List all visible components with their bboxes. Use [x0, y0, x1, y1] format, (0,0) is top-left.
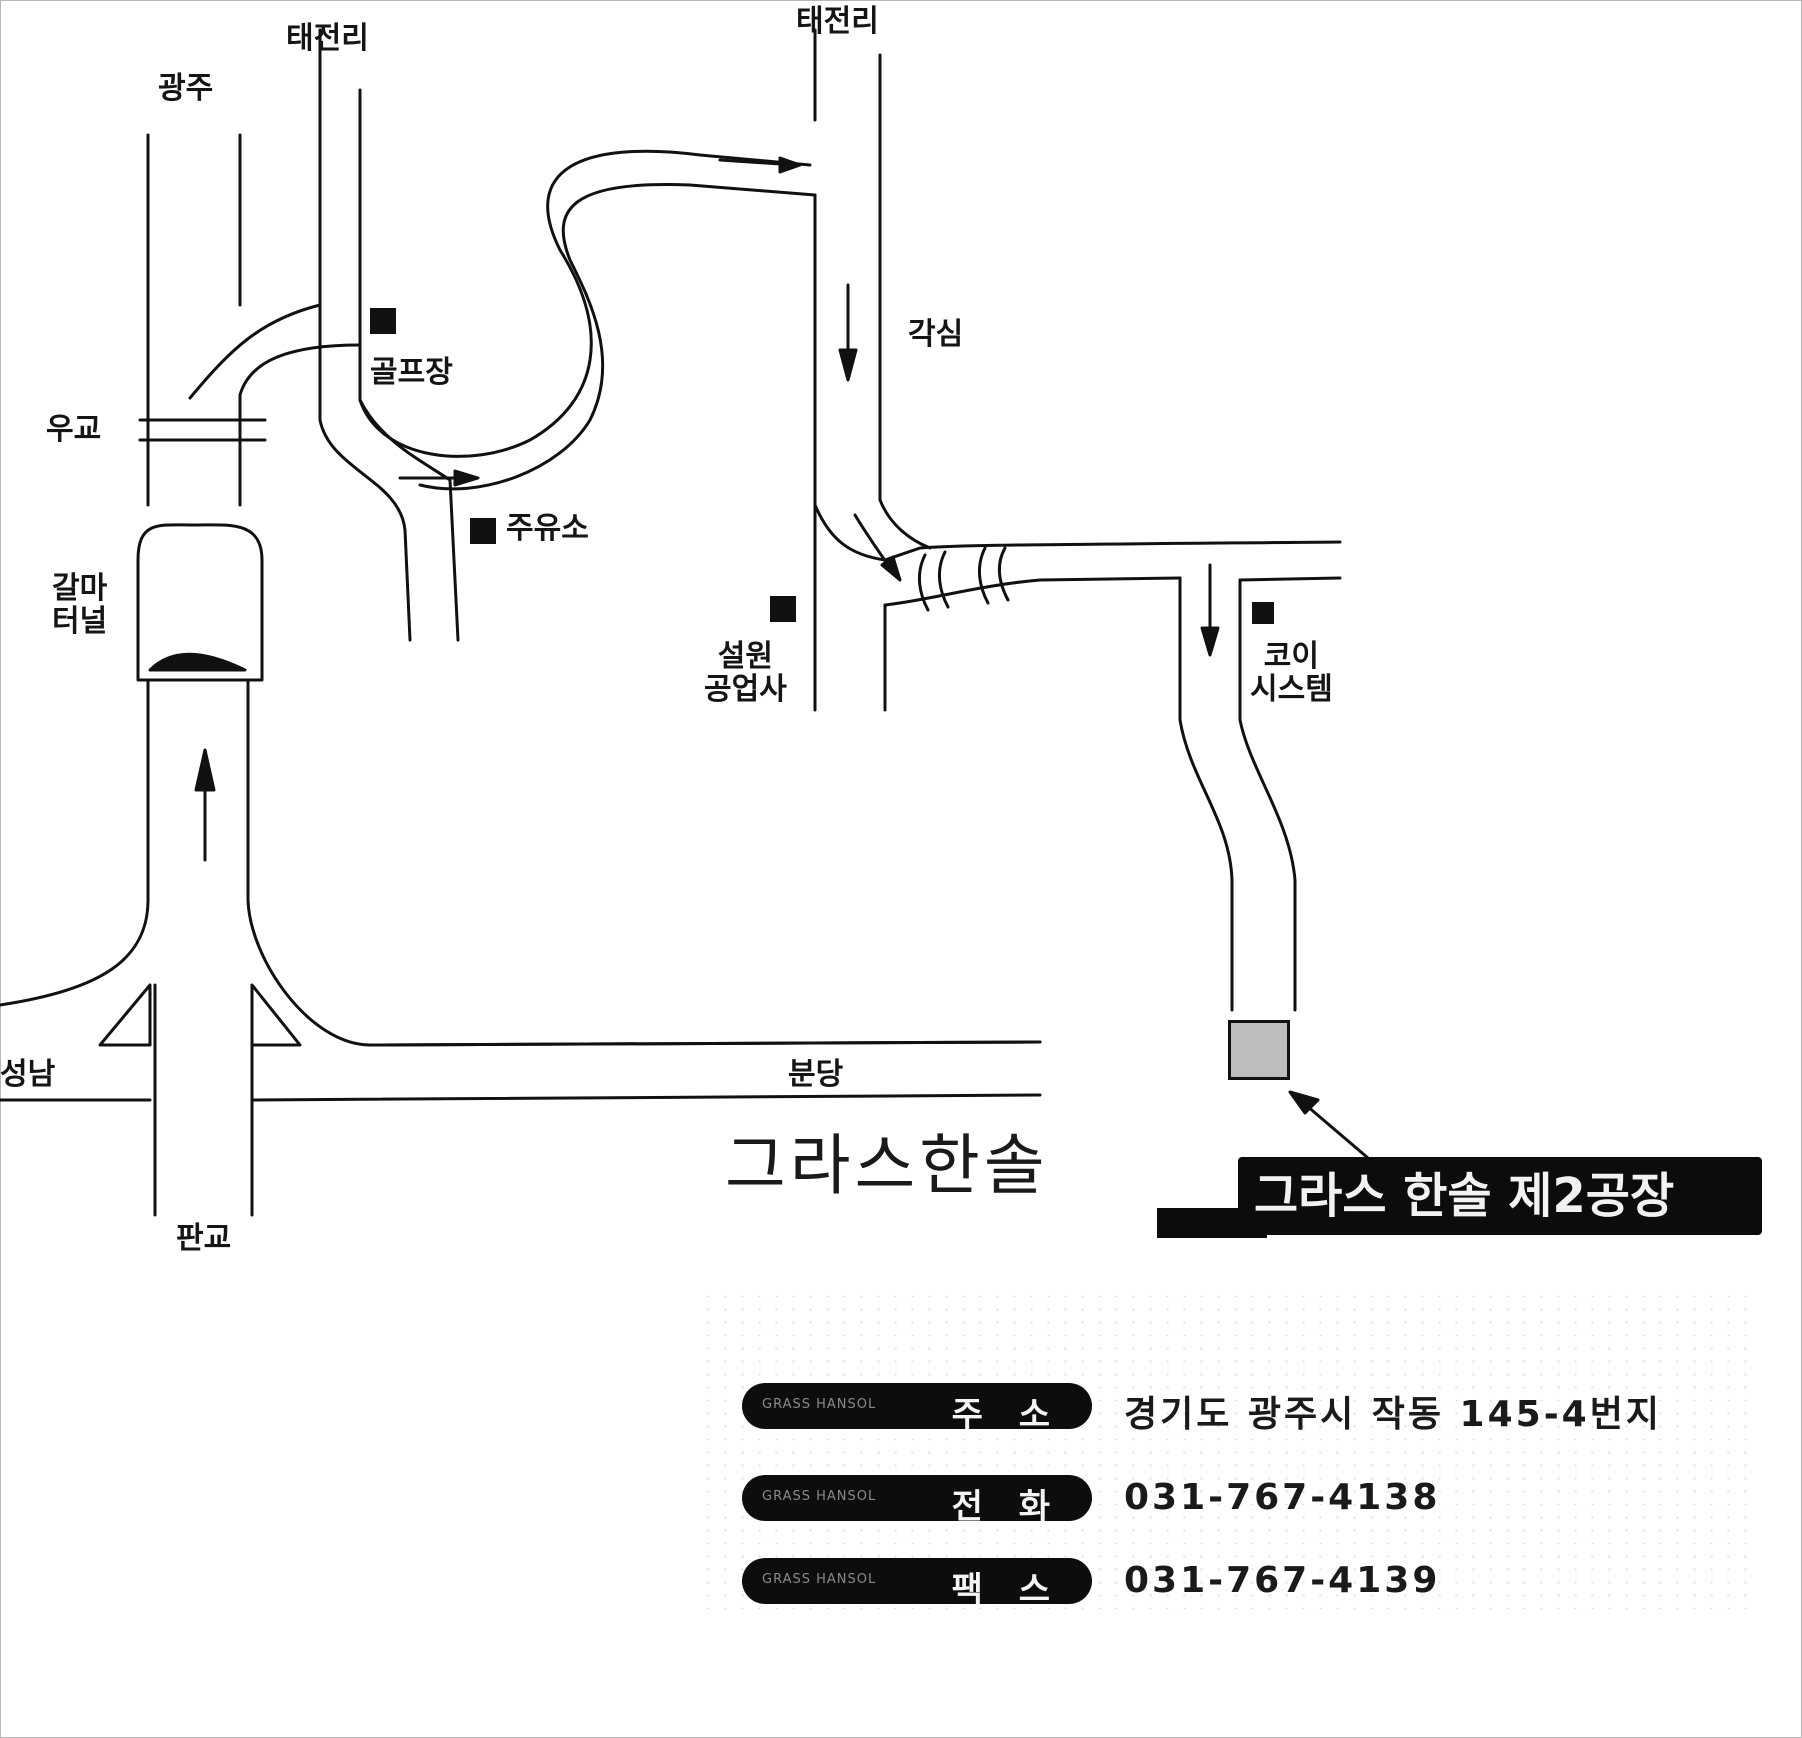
road-bundang-top: [368, 1040, 1042, 1047]
arrow-gas-right-head: [453, 469, 480, 487]
label-seollyeon-line2: 공업사: [704, 672, 787, 707]
road-taejeon-left-west: [318, 303, 412, 642]
label-seollyeon: 설원 공업사: [704, 640, 787, 706]
label-ugyo: 우교: [46, 412, 102, 447]
tunnel-mound: [148, 652, 247, 672]
brand-name: 그라스한솔: [725, 1127, 1049, 1204]
road-dest-east: [1238, 578, 1297, 1012]
arrow-up-head: [194, 748, 216, 792]
gas-station-marker: [470, 518, 496, 544]
bridge-marks: [917, 546, 1010, 612]
pill-small-text: GRASS HANSOL: [762, 1397, 877, 1412]
fax-value: 031-767-4139: [1124, 1560, 1441, 1601]
label-tunnel: 갈마 터널: [52, 572, 107, 638]
label-tunnel-line2: 터널: [52, 604, 108, 639]
label-golf: 골프장: [370, 355, 453, 390]
seollyeon-marker: [770, 596, 796, 622]
road-bundang-bottom: [250, 1093, 1042, 1102]
pill-tag-address: 주 소: [951, 1395, 1062, 1435]
road-east-bottom: [883, 576, 1182, 607]
label-pangyo: 판교: [176, 1221, 232, 1256]
arrow-curve-right-head: [778, 156, 802, 174]
road-s-curve-outer: [358, 149, 812, 458]
info-pill-address: GRASS HANSOL 주 소: [742, 1383, 1092, 1435]
road-dest-west: [1178, 576, 1234, 1012]
label-seongnam: 성남: [0, 1057, 56, 1092]
label-tunnel-line1: 갈마: [52, 571, 108, 606]
label-koi-system-line2: 시스템: [1250, 672, 1333, 707]
label-gaksim: 각심: [908, 317, 964, 352]
pill-small-text: GRASS HANSOL: [762, 1489, 877, 1504]
address-value: 경기도 광주시 작동 145-4번지: [1124, 1394, 1662, 1435]
arrow-pointer: [1298, 1098, 1370, 1160]
label-taejeonri-left: 태전리: [286, 21, 369, 56]
pill-tag-fax: 팩 스: [951, 1570, 1062, 1610]
plant-label: 그라스 한솔 제2공장: [1238, 1157, 1762, 1235]
road-right-east: [878, 53, 932, 550]
road-branch-outer: [188, 28, 322, 400]
label-bundang: 분당: [788, 1057, 844, 1092]
pill-tag-phone: 전 화: [951, 1487, 1062, 1527]
destination-marker: [1228, 1020, 1290, 1080]
info-pill-phone: GRASS HANSOL 전 화: [742, 1475, 1092, 1527]
road-main-south-right: [246, 678, 1042, 1047]
island-right: [250, 983, 302, 1047]
label-gwangju: 광주: [158, 71, 214, 106]
arrow-pointer-head: [1288, 1090, 1320, 1115]
label-taejeonri-right: 태전리: [796, 4, 879, 39]
island-left: [98, 983, 152, 1047]
label-seollyeon-line1: 설원: [717, 639, 773, 674]
arrow-curve-down-head: [880, 555, 902, 582]
label-gas-station: 주유소: [506, 511, 589, 546]
road-east-top: [883, 540, 1342, 562]
info-pill-fax: GRASS HANSOL 팩 스: [742, 1558, 1092, 1610]
road-branch-inner: [238, 343, 362, 397]
road-s-curve-inner: [418, 182, 817, 491]
arrow-down-dest-head: [1200, 626, 1220, 657]
road-main-south-left: [0, 678, 150, 1007]
road-east-bottom-2: [1238, 576, 1342, 582]
phone-value: 031-767-4138: [1124, 1477, 1441, 1518]
pill-small-text: GRASS HANSOL: [762, 1572, 877, 1587]
golf-course-marker: [370, 308, 396, 334]
arrow-down-right-head: [838, 348, 858, 382]
tunnel-outline: [136, 523, 264, 682]
label-koi-system-line1: 코이: [1263, 639, 1319, 674]
koi-system-marker: [1252, 602, 1274, 624]
label-koi-system: 코이 시스템: [1250, 640, 1333, 706]
